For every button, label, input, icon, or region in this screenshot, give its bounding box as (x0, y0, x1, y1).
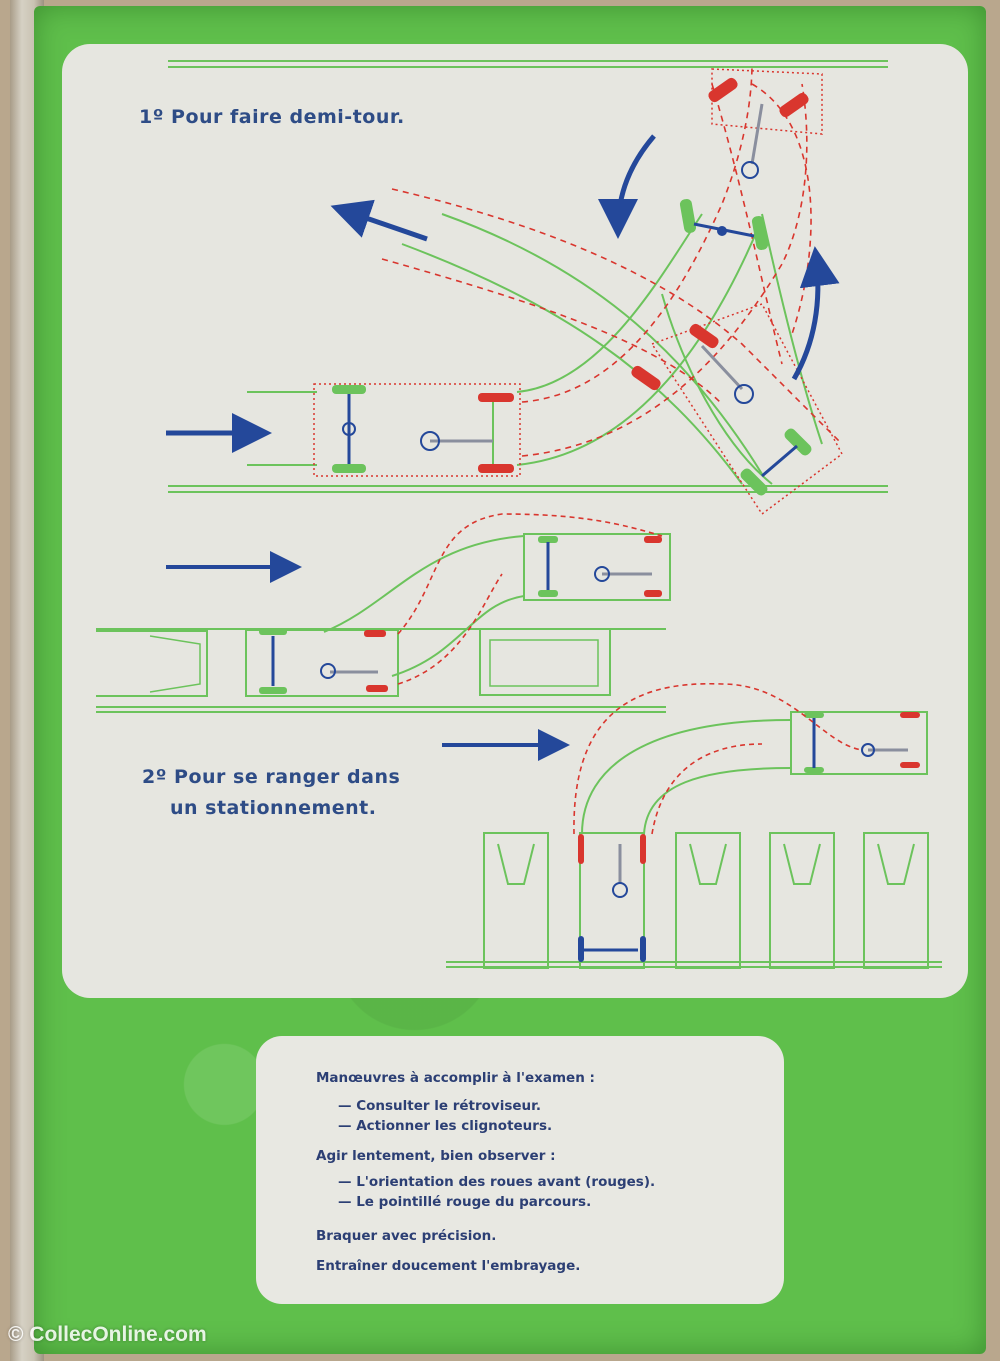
instructions-title: Manœuvres à accomplir à l'examen : (316, 1070, 595, 1086)
instruction-item: — Actionner les clignoteurs. (338, 1118, 553, 1134)
bay-parking-diagram (442, 682, 942, 969)
instruction-item: — L'orientation des roues avant (rouges)… (338, 1174, 656, 1190)
u-turn-diagram (166, 60, 888, 516)
heading-bay-parking-line-2: un stationnement. (170, 797, 377, 819)
instruction-item: — Consulter le rétroviseur. (338, 1098, 542, 1114)
watermark: © ColleсOnline.com (8, 1323, 207, 1346)
diagram-panel: 1º Pour faire demi-tour. 2º Pour se rang… (62, 44, 968, 998)
instruction-line: Braquer avec précision. (316, 1228, 497, 1244)
heading-u-turn: 1º Pour faire demi-tour. (139, 106, 405, 128)
instructions-subheading: Agir lentement, bien observer : (316, 1148, 556, 1164)
instruction-line: Entraîner doucement l'embrayage. (316, 1258, 581, 1274)
parallel-parking-diagram (96, 513, 671, 713)
maneuver-diagram (96, 60, 942, 969)
instruction-item: — Le pointillé rouge du parcours. (338, 1194, 592, 1210)
heading-bay-parking-line-1: 2º Pour se ranger dans (142, 766, 401, 788)
instructions-panel: Manœuvres à accomplir à l'examen : — Con… (256, 1036, 784, 1304)
heading-bay-parking: 2º Pour se ranger dans un stationnement. (142, 762, 400, 824)
